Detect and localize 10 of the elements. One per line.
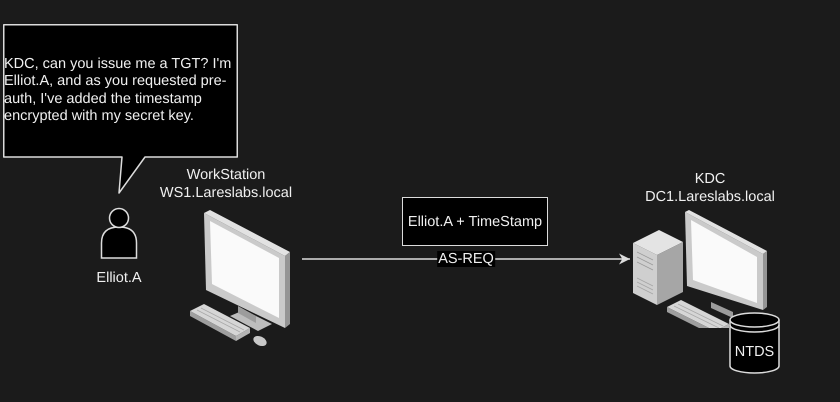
device-role: WorkStation <box>186 167 266 183</box>
hostname: DC1.Lareslabs.local <box>645 189 775 205</box>
edge-label: AS-REQ <box>437 251 495 267</box>
database-label: NTDS <box>734 344 774 360</box>
person-name: Elliot.A <box>96 270 142 286</box>
device-role: KDC <box>694 171 726 187</box>
speech-text: KDC, can you issue me a TGT? I'm Elliot.A, and as you requested pre-auth, I've added the timestamp encrypted with my secret key. <box>4 56 232 126</box>
message-box <box>402 197 548 246</box>
message-text: Elliot.A + TimeStamp <box>408 212 542 230</box>
hostname: WS1.Lareslabs.local <box>160 185 292 201</box>
